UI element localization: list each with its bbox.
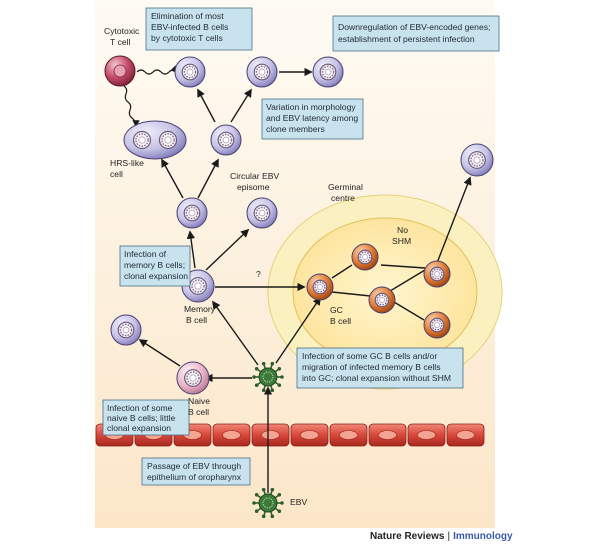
- box-memory-line-2: memory B cells;: [124, 260, 185, 270]
- epithelial-cell: [446, 423, 485, 447]
- box-variation: Variation in morphology and EBV latency …: [261, 98, 364, 140]
- label-gc-2: B cell: [330, 316, 351, 326]
- box-elimination-line-2: EBV-infected B cells: [151, 22, 228, 32]
- hrs-like-cell: [123, 120, 187, 160]
- arrow-clone-to-cell2: [197, 158, 219, 199]
- gc-link-3: [380, 264, 426, 269]
- arrow-virus-to-memory: [212, 300, 259, 366]
- box-memory-line-3: clonal expansion: [124, 271, 188, 281]
- labels: Cytotoxic T cell HRS-like cell Circular …: [104, 26, 411, 507]
- callout-boxes: Elimination of most EBV-infected B cells…: [102, 7, 500, 486]
- box-gc-infection: Infection of some GC B cells and/or migr…: [296, 347, 464, 389]
- label-naive-1: Naive: [188, 396, 210, 406]
- b-cell-episome: [246, 197, 278, 229]
- epithelial-cell: [251, 423, 290, 447]
- label-germinal-1: Germinal: [328, 182, 363, 192]
- arrow-memory-to-clone1: [186, 230, 196, 269]
- box-elimination-line-3: by cytotoxic T cells: [151, 33, 223, 43]
- gc-b-cell-2: [351, 243, 379, 271]
- ebv-virion-lumen: [252, 487, 284, 519]
- label-ebv: EBV: [290, 497, 307, 507]
- box-gc-line-2: migration of infected memory B cells: [302, 362, 441, 372]
- gc-b-cell-1: [306, 273, 334, 301]
- label-memory-1: Memory: [184, 304, 216, 314]
- label-episome-2: episome: [237, 182, 270, 192]
- epithelial-cell: [368, 423, 407, 447]
- box-passage-line-2: epithelium of oropharynx: [147, 472, 242, 482]
- box-passage: Passage of EBV through epithelium of oro…: [141, 457, 251, 486]
- box-naive-line-1: Infection of some: [107, 403, 173, 413]
- kill-signal-to-hrs: [123, 85, 140, 128]
- arrow-clone-to-hrs: [161, 158, 184, 199]
- box-memory-infection: Infection of memory B cells; clonal expa…: [119, 245, 191, 287]
- box-gc-line-3: into GC; clonal expansion without SHM: [302, 373, 451, 383]
- gc-b-cell-4: [368, 286, 396, 314]
- label-no-shm-1: No: [397, 225, 408, 235]
- box-downregulation: Downregulation of EBV-encoded genes; est…: [332, 15, 500, 52]
- b-cell-clone-top-2: [246, 56, 278, 88]
- box-naive-line-3: clonal expansion: [107, 423, 171, 433]
- credit-separator: |: [447, 531, 451, 542]
- b-cell-clone-variant: [210, 124, 242, 156]
- box-gc-line-1: Infection of some GC B cells and/or: [302, 351, 437, 361]
- b-cell-clone-top-1: [174, 56, 206, 88]
- cytotoxic-t-cell: [104, 55, 136, 87]
- epithelial-cell: [329, 423, 368, 447]
- box-naive-infection: Infection of some naive B cells; little …: [102, 399, 190, 436]
- label-cytotoxic-2: T cell: [110, 37, 130, 47]
- b-cell-clone-1: [176, 197, 208, 229]
- box-variation-line-3: clone members: [266, 124, 325, 134]
- journal-name: Nature Reviews: [370, 531, 445, 542]
- arrow-virus-to-gc: [275, 296, 321, 364]
- box-memory-line-1: Infection of: [124, 249, 167, 259]
- label-cytotoxic-1: Cytotoxic: [104, 26, 140, 36]
- b-cell-exit: [460, 143, 494, 177]
- journal-section: Immunology: [453, 531, 513, 542]
- label-gc-1: GC: [330, 305, 343, 315]
- arrow-naive-to-cell: [138, 339, 181, 367]
- label-naive-2: B cell: [188, 407, 209, 417]
- box-variation-line-1: Variation in morphology: [266, 102, 356, 112]
- label-memory-2: B cell: [186, 315, 207, 325]
- label-germinal-2: centre: [331, 193, 355, 203]
- gc-b-cell-3: [423, 260, 451, 288]
- box-downregulation-line-1: Downregulation of EBV-encoded genes;: [338, 22, 490, 32]
- gc-b-cell-5: [423, 311, 451, 339]
- arrow-memory-to-episome: [205, 228, 250, 271]
- box-elimination-line-1: Elimination of most: [151, 11, 224, 21]
- epithelial-cell: [290, 423, 329, 447]
- cells-layer: [104, 55, 494, 519]
- label-episome-1: Circular EBV: [230, 171, 279, 181]
- journal-credit: Nature Reviews|Immunology: [370, 531, 513, 542]
- arrow-gc-to-exit: [436, 176, 472, 264]
- arrows: [138, 67, 472, 493]
- epithelial-cell: [407, 423, 446, 447]
- b-cell-naive-derived: [110, 314, 142, 346]
- label-question: ?: [256, 269, 261, 279]
- arrow-cell2-to-top1: [197, 88, 216, 123]
- gc-link-1: [331, 264, 353, 279]
- box-naive-line-2: naive B cells; little: [107, 413, 176, 423]
- kill-signal-to-top1: [136, 65, 179, 75]
- b-cell-clone-top-3: [312, 56, 344, 88]
- naive-b-cell: [176, 361, 210, 395]
- gc-link-5: [393, 301, 425, 321]
- label-hrs-1: HRS-like: [110, 158, 144, 168]
- box-passage-line-1: Passage of EBV through: [147, 461, 241, 471]
- ebv-virion-tissue: [252, 361, 284, 393]
- epithelial-cell: [212, 423, 251, 447]
- box-variation-line-2: and EBV latency among: [266, 113, 358, 123]
- box-elimination: Elimination of most EBV-infected B cells…: [145, 7, 253, 51]
- box-downregulation-line-2: establishment of persistent infection: [338, 34, 475, 44]
- arrow-cell2-to-top2: [230, 88, 252, 123]
- label-no-shm-2: SHM: [392, 236, 411, 246]
- label-hrs-2: cell: [110, 169, 123, 179]
